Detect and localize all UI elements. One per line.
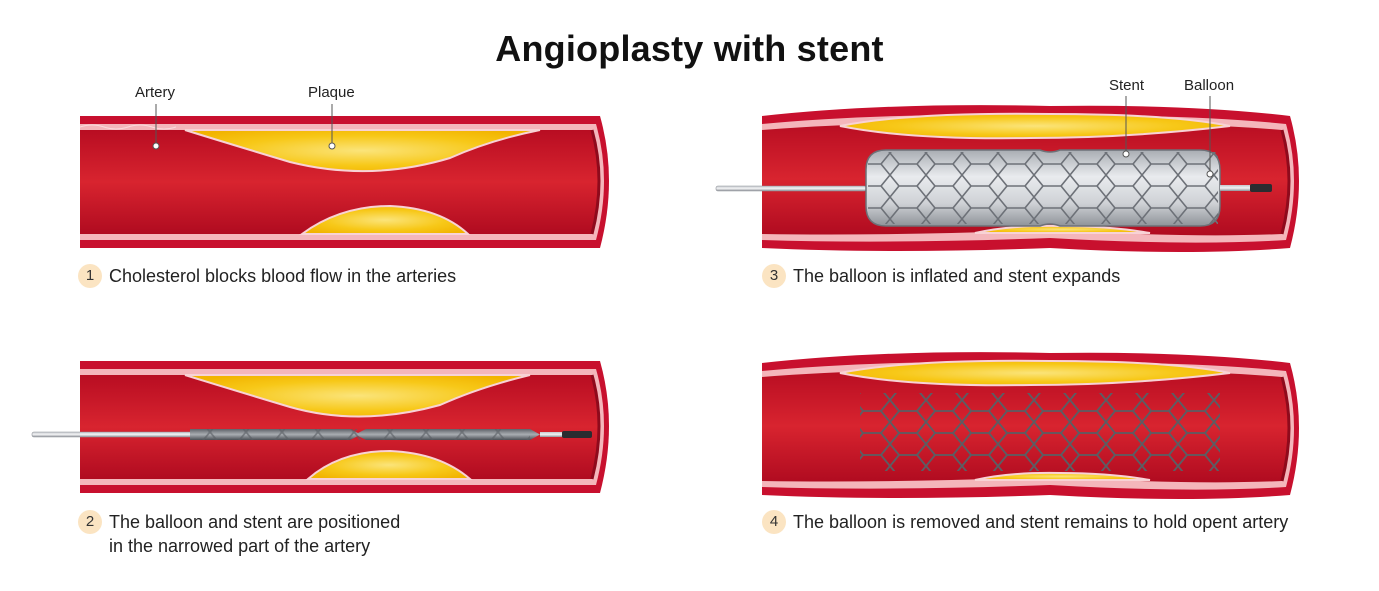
page-title: Angioplasty with stent (495, 28, 884, 69)
artery-label: Artery (135, 84, 176, 101)
caption-text: The balloon is removed and stent remains… (793, 512, 1289, 532)
balloon-label: Balloon (1184, 77, 1235, 94)
step-number-badge: 3 (762, 264, 786, 288)
panel-step-4 (710, 345, 1310, 505)
plaque-bottom (305, 449, 473, 480)
artery-lumen (80, 130, 599, 234)
plaque-bottom-compressed (974, 471, 1151, 481)
panel-step-3 (710, 96, 1310, 258)
catheter-tip (1250, 184, 1272, 192)
plaque-top-compressed (839, 359, 1231, 387)
caption-text-line-2: in the narrowed part of the artery (109, 536, 371, 556)
plaque-top-compressed (839, 112, 1231, 140)
artery-lumen (80, 375, 599, 479)
artery-with-catheter-diagram (31, 361, 609, 493)
step-number-badge: 4 (762, 510, 786, 534)
expanded-stent (868, 152, 1218, 224)
guide-wire (31, 431, 193, 438)
artery-with-plaque-diagram (79, 104, 609, 248)
balloon-pointer-dot (1206, 170, 1214, 178)
catheter-tip (562, 431, 592, 438)
step-number-badge: 1 (78, 264, 102, 288)
plaque-top (184, 129, 541, 173)
artery-with-stent-diagram (762, 352, 1299, 499)
step-number-badge: 2 (78, 510, 102, 534)
plaque-label: Plaque (308, 84, 355, 101)
stent-label: Stent (1109, 77, 1145, 94)
caption-text-line-1: The balloon and stent are positioned (109, 512, 401, 532)
plaque-pointer-dot (328, 142, 336, 150)
artery-pointer-dot (152, 142, 160, 150)
stent-pointer-dot (1122, 150, 1130, 158)
stent-mesh (860, 393, 1220, 471)
caption-text: Cholesterol blocks blood flow in the art… (109, 266, 457, 286)
guide-wire (715, 185, 867, 192)
plaque-top (184, 374, 531, 418)
caption-text: The balloon is inflated and stent expand… (793, 266, 1121, 286)
panel-step-2 (30, 355, 630, 505)
plaque-bottom (298, 204, 471, 235)
panel-step-1 (70, 104, 630, 260)
artery-with-inflated-balloon-diagram (715, 96, 1299, 252)
